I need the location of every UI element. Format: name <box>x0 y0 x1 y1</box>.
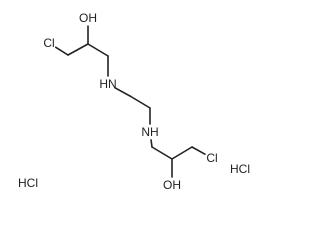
bond-c7-c8 <box>171 146 193 160</box>
bond-c2-c3 <box>87 43 109 57</box>
bond-c1-c2 <box>67 43 89 56</box>
atom-label-n2: NH <box>141 125 158 139</box>
bond-c4-c5 <box>129 95 151 109</box>
atom-label-cl2: Cl <box>206 151 217 165</box>
atom-label-o1: OH <box>79 11 97 25</box>
atom-label-cl1: Cl <box>43 36 54 50</box>
bond-n2-c6 <box>150 139 153 148</box>
bond-n1-c4 <box>114 87 131 97</box>
bond-c8-cl2 <box>191 146 206 155</box>
atom-label-o2: OH <box>163 178 181 192</box>
atom-label-n1: HN <box>99 77 116 91</box>
salt-label-hcl-right: HCl <box>230 162 250 176</box>
salt-label-hcl-left: HCl <box>18 176 38 190</box>
bond-layer <box>54 25 206 178</box>
bond-cl1-c1 <box>54 46 69 56</box>
bond-c6-c7 <box>151 146 173 160</box>
